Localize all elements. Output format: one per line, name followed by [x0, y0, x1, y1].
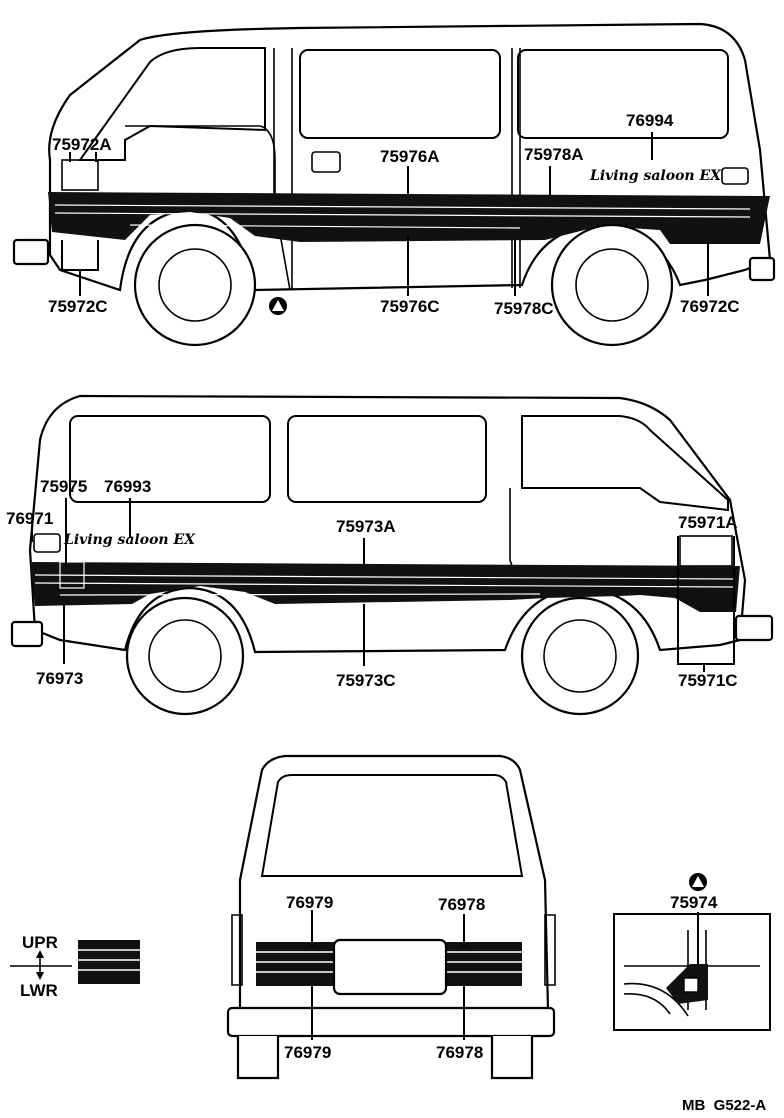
- rear-view: 76979 76978 76979 76978: [226, 754, 556, 1080]
- emblem-living-saloon-ex-bottom: Living saloon EX: [63, 532, 196, 548]
- part-label-76978-top: 76978: [438, 895, 485, 914]
- part-label-76972c: 76972C: [680, 297, 740, 316]
- part-label-75976c: 75976C: [380, 297, 440, 316]
- part-label-75971a: 75971A: [678, 513, 738, 532]
- part-label-75972c: 75972C: [48, 297, 108, 316]
- part-label-75978c: 75978C: [494, 299, 554, 318]
- diagram-code: MB G522-A: [682, 1097, 766, 1114]
- part-label-76994: 76994: [626, 111, 674, 130]
- legend-upper-label: UPR: [22, 933, 58, 952]
- part-label-76973: 76973: [36, 669, 83, 688]
- part-label-76979-bottom: 76979: [284, 1043, 331, 1062]
- part-label-76971: 76971: [6, 509, 53, 528]
- part-label-75976a: 75976A: [380, 147, 440, 166]
- top-side-view: Living saloon EX 75972A 75976A 75978A 76…: [12, 22, 776, 347]
- part-label-75973a: 75973A: [336, 517, 396, 536]
- bottom-side-view: Living saloon EX 75975 76993 76971 75973…: [6, 394, 774, 716]
- part-label-75978a: 75978A: [524, 145, 584, 164]
- part-label-75971c: 75971C: [678, 671, 738, 690]
- part-label-75975: 75975: [40, 477, 87, 496]
- part-label-76978-bottom: 76978: [436, 1043, 483, 1062]
- part-label-76993: 76993: [104, 477, 151, 496]
- legend-lower-label: LWR: [20, 981, 58, 1000]
- part-label-75974: 75974: [670, 893, 718, 912]
- part-label-76979-top: 76979: [286, 893, 333, 912]
- part-label-75972a: 75972A: [52, 135, 112, 154]
- emblem-living-saloon-ex-top: Living saloon EX: [589, 168, 722, 184]
- stripe-orientation-legend: UPR LWR: [10, 933, 140, 1000]
- detail-inset: 75974: [613, 873, 771, 1031]
- part-label-75973c: 75973C: [336, 671, 396, 690]
